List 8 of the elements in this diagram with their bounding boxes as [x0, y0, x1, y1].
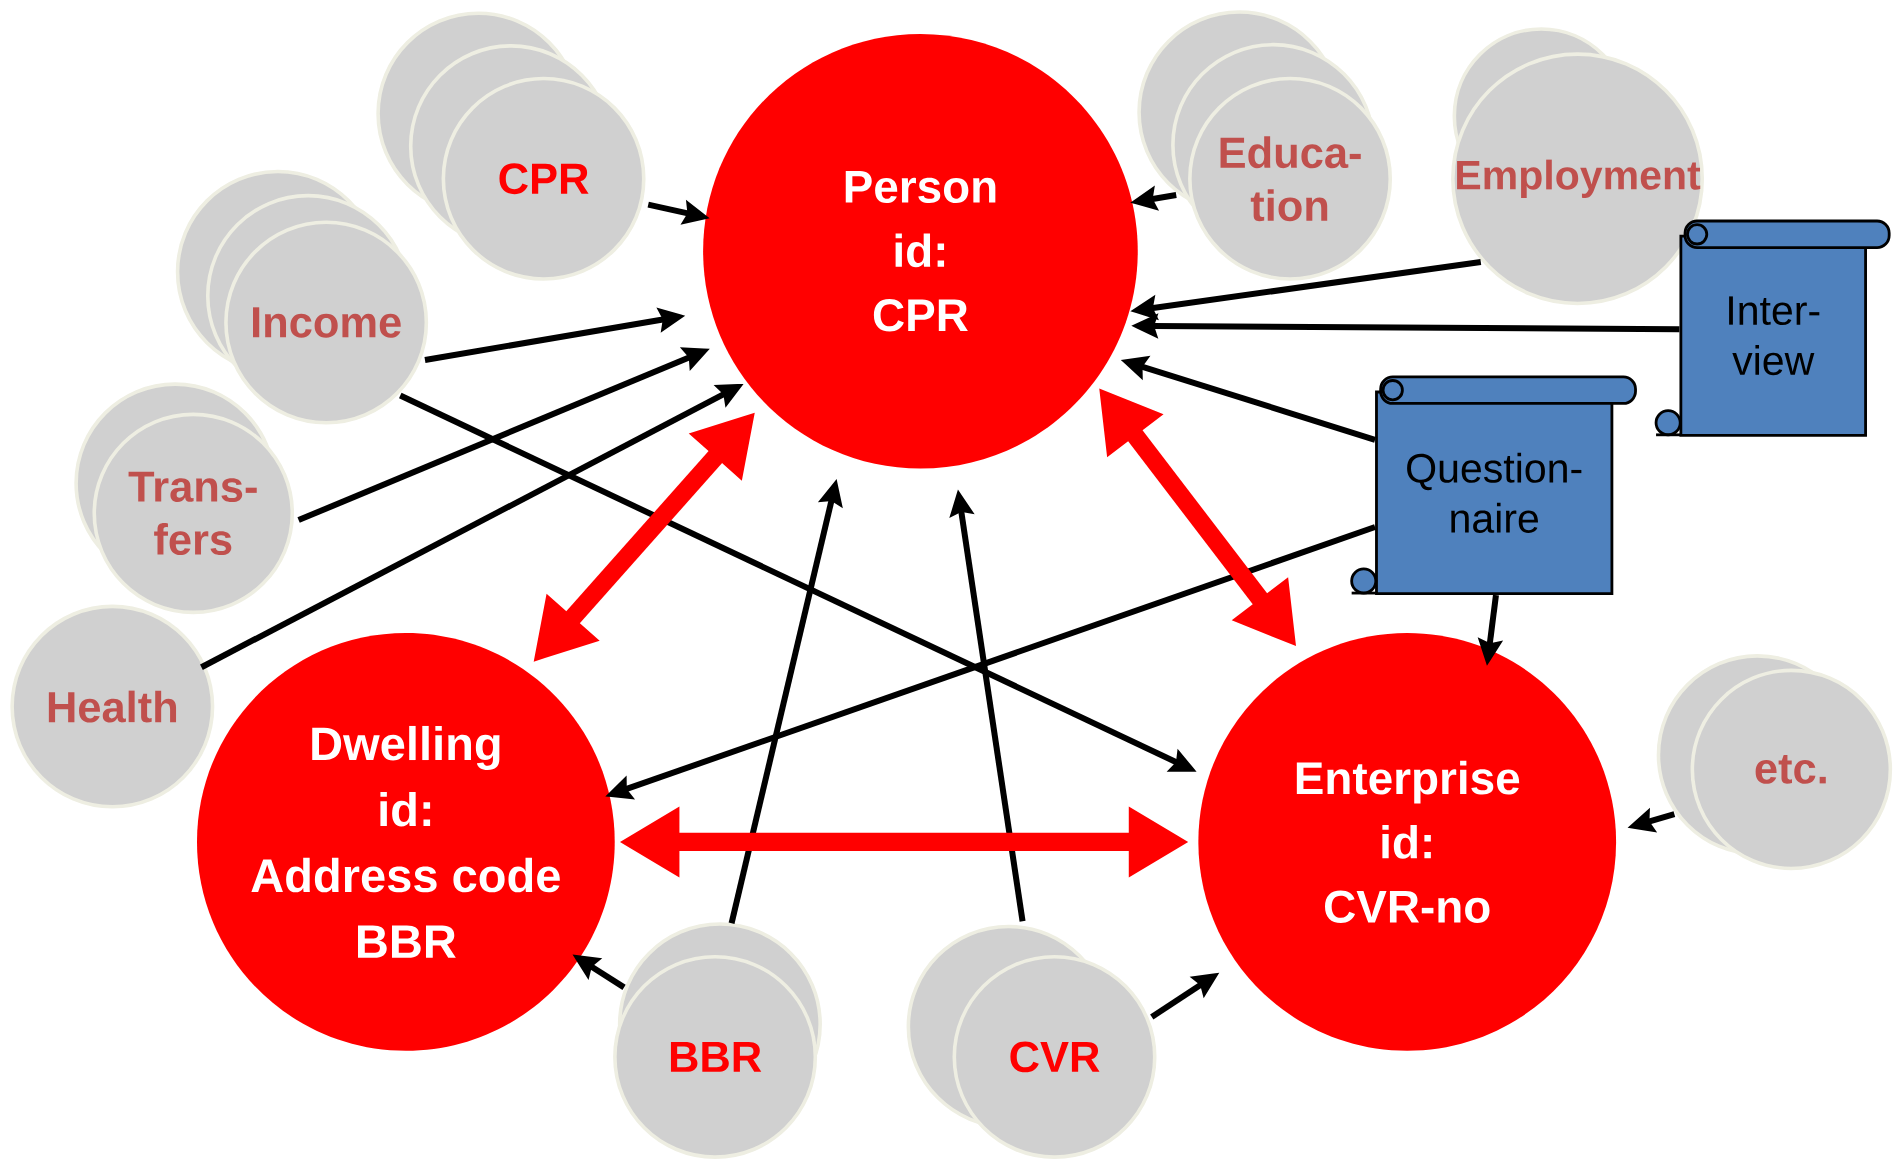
- circle-stack: BBR: [613, 922, 822, 1160]
- circle-stack: Employment: [1451, 27, 1705, 306]
- circle-stack: Trans- fers: [74, 382, 295, 615]
- circle-stack: CPR: [376, 11, 646, 281]
- circle-stack: Educa- tion: [1137, 10, 1393, 281]
- circle-stack: etc.: [1656, 654, 1893, 871]
- circle-stack: Income: [175, 169, 429, 425]
- circle-stack: CVR: [906, 924, 1157, 1160]
